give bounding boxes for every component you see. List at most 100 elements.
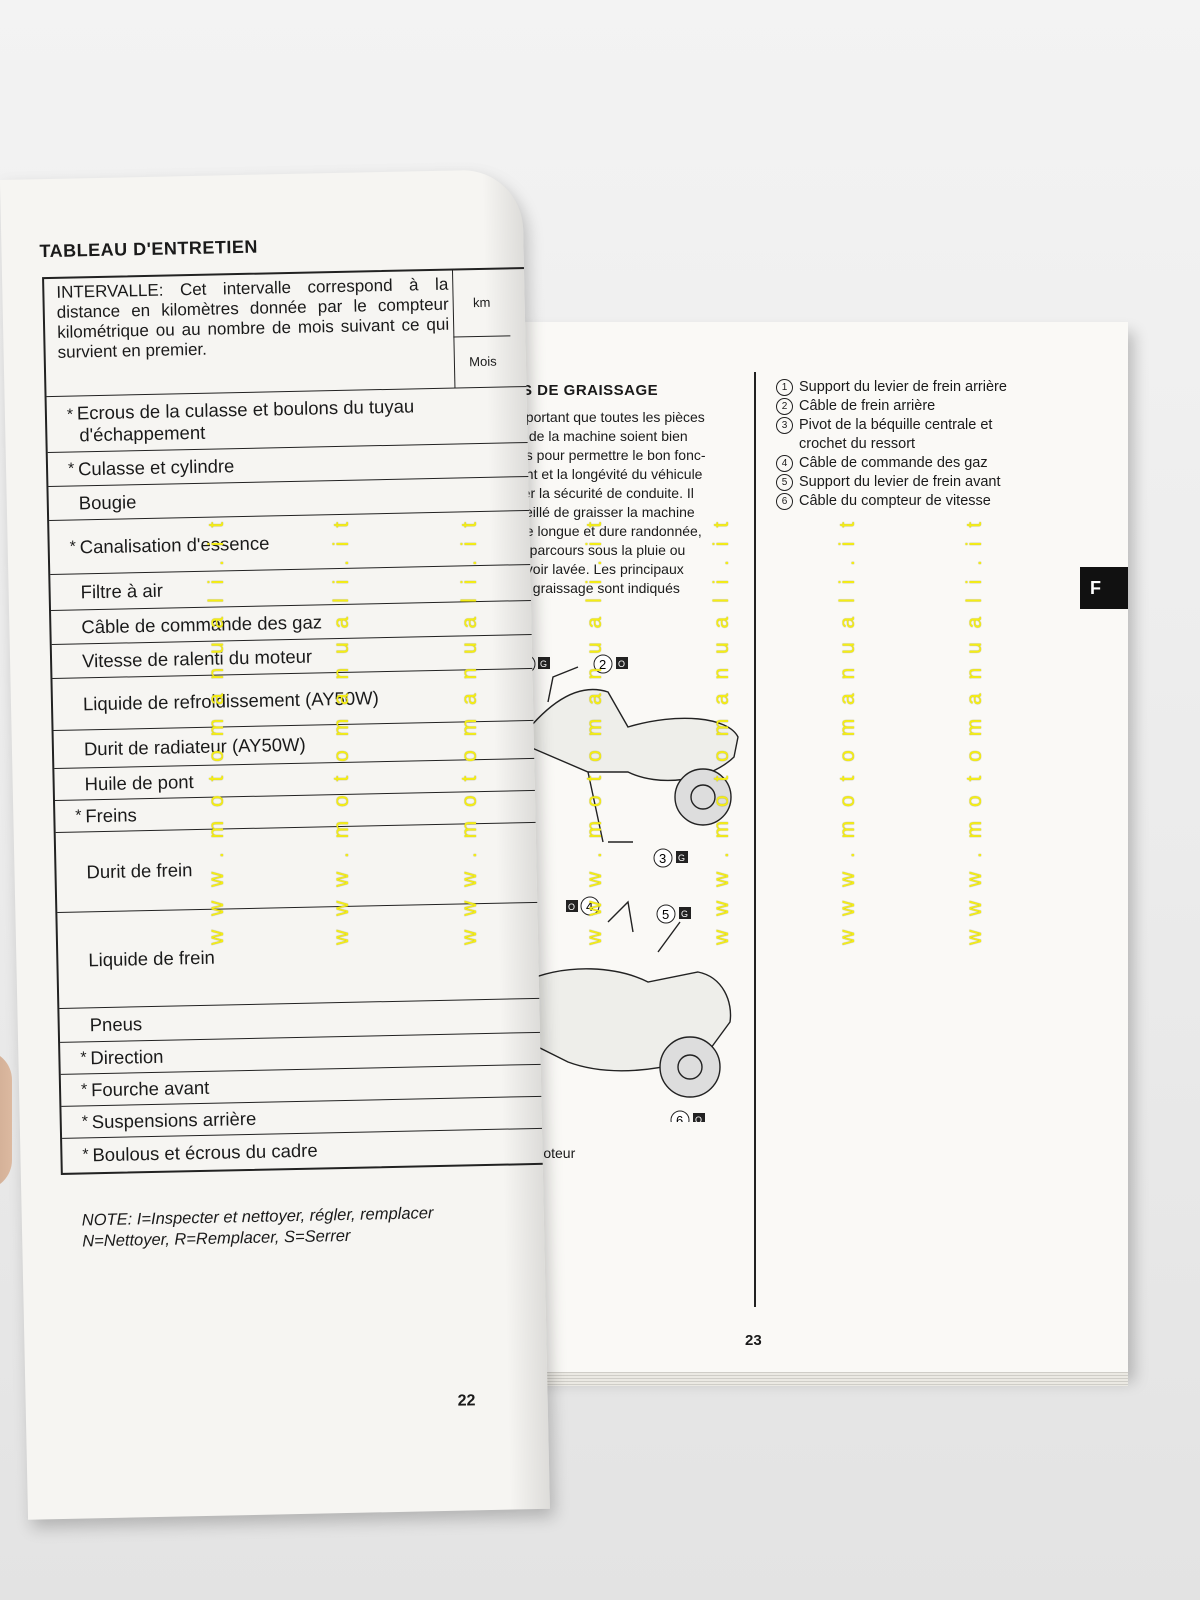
- number-badge: 3: [776, 417, 793, 434]
- section-title: S DE GRAISSAGE: [522, 382, 659, 399]
- callout-tag: G: [540, 659, 547, 669]
- watermark: w w w . m o t o m a n u a l i . i t: [963, 518, 987, 945]
- callout-tag: O: [618, 659, 625, 669]
- row-star: *: [80, 1048, 87, 1067]
- row-label: Direction: [90, 1045, 164, 1068]
- row-star: *: [66, 406, 74, 424]
- row-label: Boulous et écrous du cadre: [92, 1139, 318, 1166]
- text-line: n parcours sous la pluie ou: [518, 542, 686, 558]
- callout-number: 5: [662, 907, 669, 922]
- column-divider: [754, 372, 756, 1307]
- callout-tag: G: [681, 909, 688, 919]
- column-km: km: [451, 269, 511, 338]
- list-item: 1 Support du levier de frein arrière: [776, 378, 1007, 397]
- watermark-text: w w w . m o t o m a n u a l i . i t: [583, 517, 606, 945]
- watermark: w w w . m o t o m a n u a l i . i t: [583, 518, 607, 945]
- part-label: Pivot de la béquille centrale et: [799, 417, 993, 433]
- part-label: Câble de commande des gaz: [799, 455, 988, 471]
- watermark: w w w . m o t o m a n u a l i . i t: [330, 518, 354, 945]
- scooter-top-drawing: [516, 666, 739, 843]
- list-item: 5 Support du levier de frein avant: [776, 473, 1007, 492]
- number-badge: 5: [776, 474, 793, 491]
- watermark: w w w . m o t o m a n u a l i . i t: [710, 518, 734, 945]
- watermark-text: w w w . m o t o m a n u a l i . i t: [836, 517, 859, 945]
- text-line: es pour permettre le bon fonc-: [518, 447, 706, 463]
- row-label: Filtre à air: [80, 579, 164, 602]
- callout-number: 3: [659, 851, 666, 866]
- watermark: w w w . m o t o m a n u a l i . i t: [836, 518, 860, 945]
- callout-2: 2 O: [593, 654, 628, 674]
- row-label: Ecrous de la culasse et boulons du tuyau: [76, 394, 415, 423]
- number-badge: 1: [776, 379, 793, 396]
- interval-description: INTERVALLE: Cet intervalle correspond à …: [56, 274, 450, 362]
- text-line: rer la sécurité de conduite. Il: [518, 485, 694, 501]
- watermark-text: w w w . m o t o m a n u a l i . i t: [205, 517, 228, 945]
- thumb: [0, 1050, 12, 1190]
- row-star: *: [81, 1112, 89, 1130]
- text-line: s de la machine soient bien: [518, 428, 688, 444]
- watermark-text: w w w . m o t o m a n u a l i . i t: [710, 517, 733, 945]
- callout-4: O 4: [566, 896, 600, 916]
- list-item: 6 Câble du compteur de vitesse: [776, 492, 1007, 511]
- row-label: Durit de frein: [86, 858, 193, 882]
- callout-6: 6 O: [670, 1110, 705, 1122]
- row-label: Pneus: [89, 1012, 143, 1035]
- watermark-text: w w w . m o t o m a n u a l i . i t: [330, 517, 353, 945]
- column-mois: Mois: [453, 335, 512, 389]
- callout-tag: O: [695, 1115, 702, 1122]
- list-item: 3 Pivot de la béquille centrale et: [776, 416, 1007, 435]
- graissage-text: nportant que toutes les pièces s de la m…: [518, 408, 746, 598]
- row-star: *: [67, 460, 75, 478]
- table-header: INTERVALLE: Cet intervalle correspond à …: [44, 268, 550, 398]
- callout-tag: O: [568, 902, 575, 912]
- callout-number: 2: [599, 657, 606, 672]
- row-label: Suspensions arrière: [91, 1107, 257, 1132]
- callout-3: 3 G: [653, 848, 688, 868]
- table-row: *Ecrous de la culasse et boulons du tuya…: [46, 386, 550, 454]
- text-line: seillé de graisser la machine: [518, 504, 695, 520]
- watermark: w w w . m o t o m a n u a l i . i t: [458, 518, 482, 945]
- row-label: Câble de commande des gaz: [81, 610, 323, 637]
- page-stack-edge: [500, 1372, 1128, 1386]
- text-line: le graissage sont indiqués: [518, 580, 680, 596]
- callout-tag: G: [678, 853, 685, 863]
- watermark-text: w w w . m o t o m a n u a l i . i t: [963, 517, 986, 945]
- page-number: 22: [457, 1392, 476, 1410]
- list-item: 2 Câble de frein arrière: [776, 397, 1007, 416]
- number-badge: 2: [776, 398, 793, 415]
- part-label: Câble du compteur de vitesse: [799, 493, 991, 509]
- row-label-continued: d'échappement: [79, 421, 206, 445]
- watermark-text: w w w . m o t o m a n u a l i . i t: [458, 517, 481, 945]
- row-label: Liquide de frein: [88, 946, 216, 970]
- row-star: *: [75, 806, 82, 825]
- text-line: ent et la longévité du véhicule: [518, 466, 703, 482]
- scooter-bottom-drawing: [522, 900, 732, 1098]
- row-label: Durit de radiateur (AY50W): [83, 733, 306, 759]
- row-star: *: [69, 537, 77, 556]
- row-label: Fourche avant: [90, 1076, 210, 1100]
- number-badge: 4: [776, 455, 793, 472]
- row-label: Vitesse de ralenti du moteur: [81, 645, 313, 671]
- part-label: Support du levier de frein arrière: [799, 379, 1007, 395]
- list-item-continued: crochet du ressort: [799, 436, 916, 452]
- row-star: *: [80, 1080, 88, 1098]
- language-tab: F: [1080, 567, 1128, 609]
- callout-number: 4: [586, 899, 593, 914]
- row-label: Freins: [85, 803, 137, 826]
- right-page: S DE GRAISSAGE nportant que toutes les p…: [500, 322, 1128, 1386]
- row-star: *: [82, 1146, 89, 1164]
- callout-number: 6: [676, 1113, 683, 1122]
- note: NOTE: I=Inspecter et nettoyer, régler, r…: [82, 1203, 435, 1252]
- row-label: Huile de pont: [84, 770, 194, 794]
- text-line: ne longue et dure randonnée,: [518, 523, 702, 539]
- part-label: Support du levier de frein avant: [799, 474, 1001, 490]
- part-label: Câble de frein arrière: [799, 398, 936, 414]
- scooter-illustration: 1 G 2 O 3 G O 4: [516, 654, 739, 1122]
- row-label: Canalisation d'essence: [79, 531, 270, 557]
- text-line: nportant que toutes les pièces: [518, 409, 705, 425]
- row-label: Culasse et cylindre: [77, 454, 235, 479]
- number-badge: 6: [776, 493, 793, 510]
- row-label: Bougie: [78, 490, 137, 513]
- text-line: avoir lavée. Les principaux: [518, 561, 684, 577]
